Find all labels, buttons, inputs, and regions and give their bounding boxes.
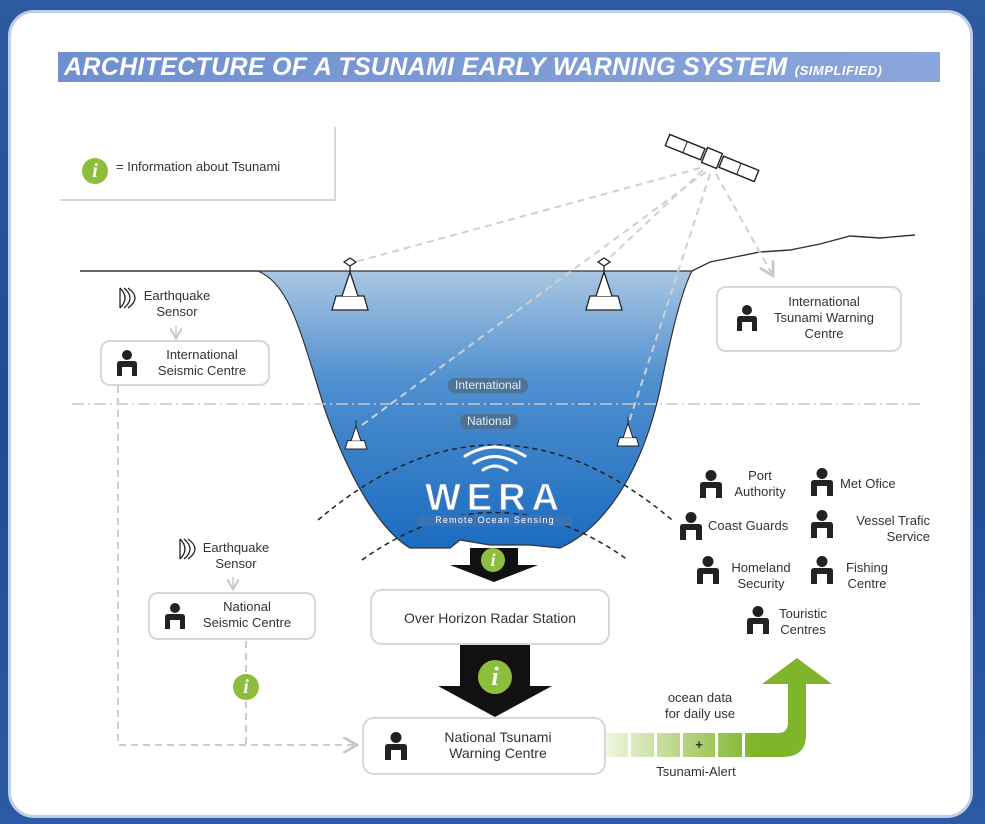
zone-tag-national: National <box>460 414 519 429</box>
person-icon <box>165 603 185 629</box>
recipient-coast-guards: Coast Guards <box>708 518 789 533</box>
recipient-touristic-centres: Touristic Centres <box>779 606 827 637</box>
daily-use-label: ocean data for daily use <box>664 690 736 721</box>
person-icon <box>117 350 137 376</box>
national-tsunami-centre-box <box>362 717 606 775</box>
wera-tagline: Remote Ocean Sensing <box>418 515 572 526</box>
seismic-sensor-icon <box>119 287 136 309</box>
recipient-port-authority: Port Authority <box>734 468 786 499</box>
person-icon <box>737 305 757 331</box>
person-icon <box>811 556 833 584</box>
person-icon <box>680 512 702 540</box>
title-main: ARCHITECTURE OF A TSUNAMI EARLY WARNING … <box>64 53 788 81</box>
info-icon: i <box>233 674 259 700</box>
flow-line-international <box>117 386 355 745</box>
radar-waves-icon <box>463 445 527 472</box>
zone-tag-international: International <box>448 378 529 393</box>
legend-text: = Information about Tsunami <box>116 159 281 174</box>
buoy-icon <box>616 417 640 447</box>
recipient-fishing-centre: Fishing Centre <box>846 560 888 591</box>
national-tsunami-centre-label: National Tsunami Warning Centre <box>444 729 552 761</box>
recipient-homeland-security: Homeland Security <box>731 560 791 591</box>
alert-plus-label: + <box>695 737 703 752</box>
tsunami-alert-label: Tsunami-Alert <box>656 764 736 779</box>
diagram-title: ARCHITECTURE OF A TSUNAMI EARLY WARNING … <box>58 52 940 82</box>
coastline-right <box>691 234 916 272</box>
radar-range-inner <box>361 511 629 561</box>
seismic-sensor-icon <box>179 538 196 560</box>
national-seismic-centre-label: National Seismic Centre <box>202 599 292 630</box>
earthquake-sensor-international: Earthquake Sensor <box>143 288 211 319</box>
ocean-basin <box>257 270 693 549</box>
international-tsunami-centre-label: International Tsunami Warning Centre <box>774 294 874 341</box>
satellite-icon <box>664 133 760 183</box>
info-icon: i <box>481 548 505 572</box>
buoy-icon <box>331 257 369 311</box>
legend-frame <box>60 127 336 201</box>
buoy-icon <box>344 420 368 450</box>
wera-logo: WERA <box>424 477 566 519</box>
person-icon <box>385 732 407 760</box>
recipient-vessel-traffic-service: Vessel Trafic Service <box>856 513 930 544</box>
radar-station-box <box>370 589 610 645</box>
radar-range-outer <box>317 444 673 521</box>
buoy-icon <box>585 257 623 311</box>
alert-bar-gaps <box>628 733 745 757</box>
radar-station-label: Over Horizon Radar Station <box>404 610 576 626</box>
info-legend-icon: i <box>82 158 108 184</box>
satellite-links <box>354 167 772 429</box>
person-icon <box>811 468 833 496</box>
person-icon <box>811 510 833 538</box>
international-seismic-centre-label: International Seismic Centre <box>157 347 247 378</box>
person-icon <box>697 556 719 584</box>
person-icon <box>747 606 769 634</box>
alert-up-arrow <box>756 658 832 757</box>
person-icon <box>700 470 722 498</box>
info-icon: i <box>478 660 512 694</box>
title-sub: (SIMPLIFIED) <box>794 63 883 78</box>
recipient-met-office: Met Ofice <box>840 476 896 491</box>
earthquake-sensor-national: Earthquake Sensor <box>202 540 270 571</box>
